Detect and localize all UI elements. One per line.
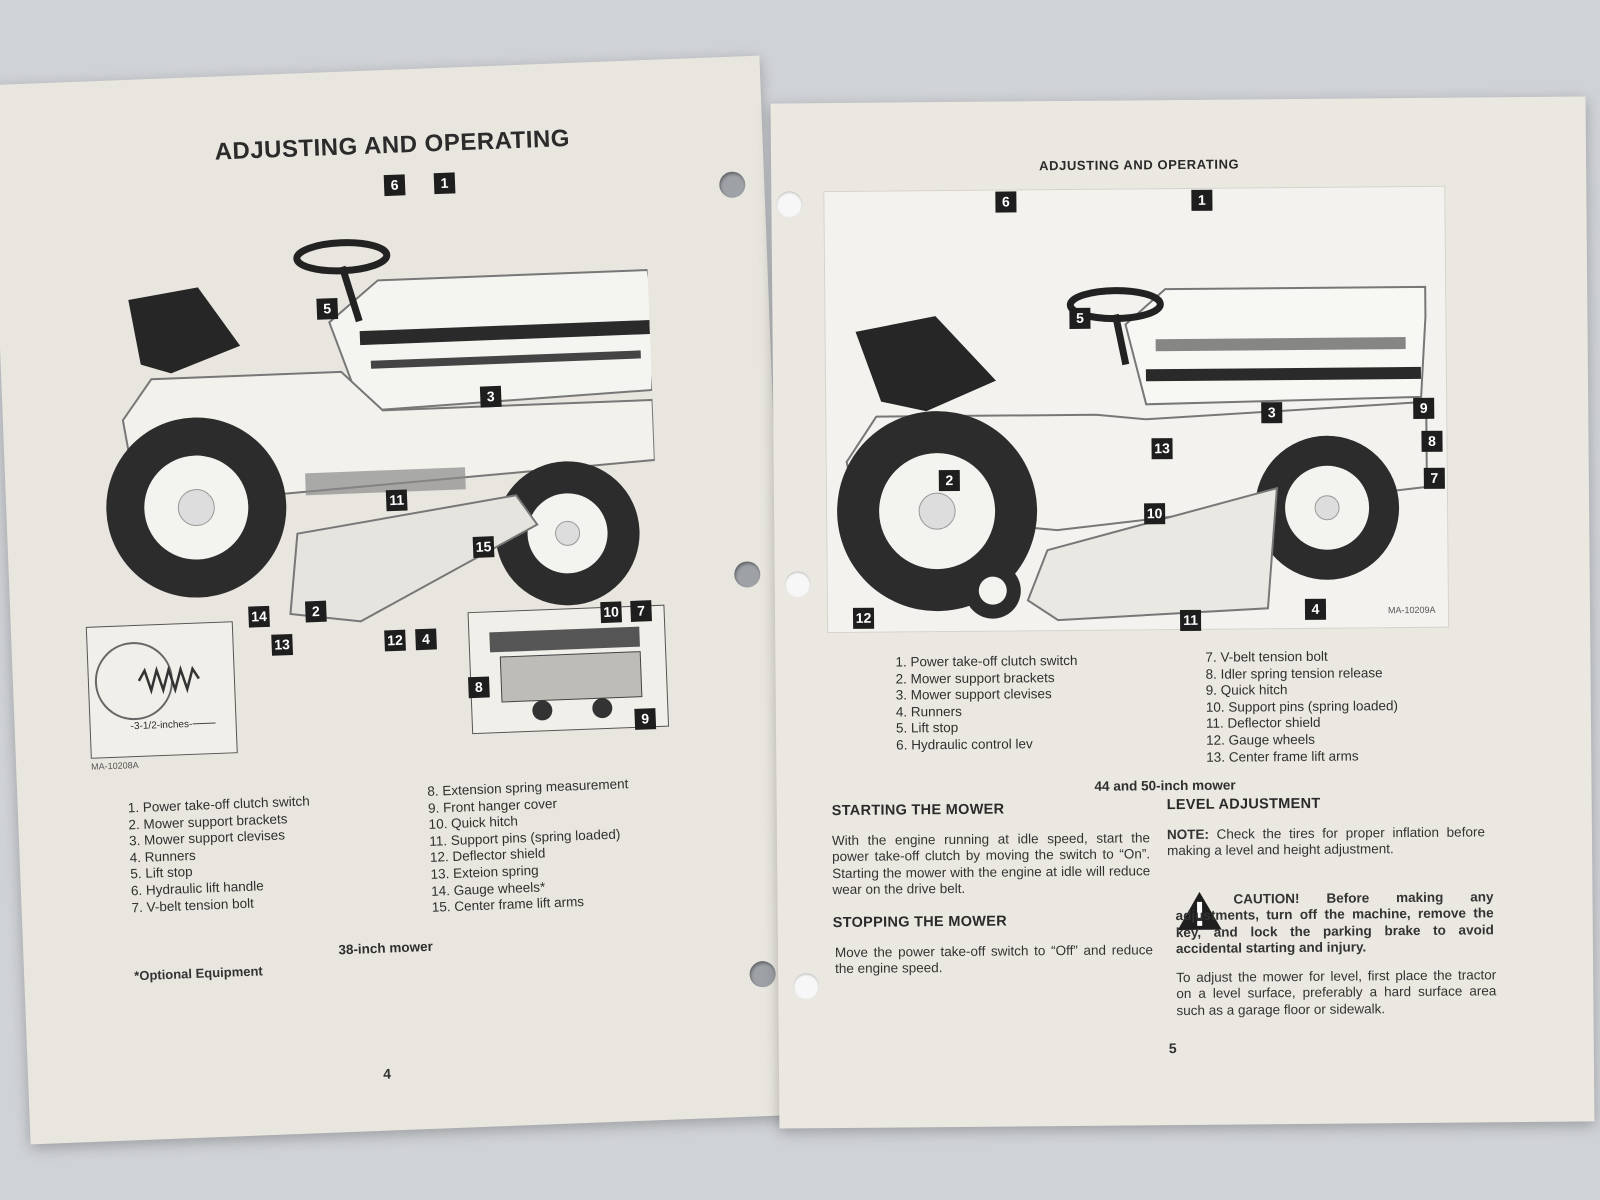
callout-12: 12 (852, 607, 875, 629)
callout-13: 13 (271, 633, 294, 656)
legend-item: 3. Mower support clevises (895, 686, 1052, 703)
binder-hole (784, 571, 811, 598)
legend-item: 8. Idler spring tension release (1205, 664, 1383, 682)
legend-item: 11. Deflector shield (1205, 715, 1321, 732)
starting-text: With the engine running at idle speed, s… (831, 830, 1151, 898)
stopping-heading: STOPPING THE MOWER (832, 913, 1008, 932)
callout-11: 11 (385, 489, 408, 512)
callout-1: 1 (433, 172, 456, 195)
callout-1: 1 (1191, 189, 1213, 211)
callout-7: 7 (630, 600, 653, 622)
binder-hole (776, 191, 803, 218)
caution-label: CAUTION! (1233, 890, 1300, 907)
callout-4: 4 (415, 628, 437, 651)
page-title: ADJUSTING AND OPERATING (214, 124, 571, 166)
spring-icon (94, 642, 216, 727)
legend-column-1: 1. Power take-off clutch switch 2. Mower… (127, 793, 313, 916)
callout-2: 2 (304, 600, 327, 623)
figure-caption: 38-inch mower (338, 938, 434, 958)
callout-3: 3 (479, 385, 502, 408)
callout-12: 12 (384, 629, 406, 652)
note-label: NOTE: (1166, 826, 1210, 843)
footnote: *Optional Equipment (133, 963, 263, 984)
caution-text: Before making any adjustments, turn off … (1175, 889, 1494, 957)
caution-triangle-icon (1177, 891, 1222, 931)
callout-9: 9 (1413, 397, 1435, 419)
page-number: 5 (1168, 1040, 1177, 1057)
note-text: Check the tires for proper inflation bef… (1167, 824, 1485, 859)
binder-hole (749, 960, 777, 988)
right-page: ADJUSTING AND OPERATING MA-10209A 6 1 5 … (770, 96, 1595, 1129)
callout-3: 3 (1261, 402, 1283, 424)
callout-14: 14 (248, 605, 270, 628)
tractor-illustration-38 (106, 239, 656, 623)
legend-item: 12. Gauge wheels (1206, 731, 1316, 748)
binder-hole (793, 973, 820, 1000)
callout-9: 9 (634, 708, 657, 730)
callout-5: 5 (316, 297, 339, 320)
legend-item: 9. Quick hitch (1205, 682, 1288, 698)
callout-2: 2 (938, 469, 960, 492)
figure-id: MA-10209A (1387, 604, 1436, 616)
page-header: ADJUSTING AND OPERATING (1039, 156, 1240, 174)
level-text: To adjust the mower for level, first pla… (1176, 967, 1497, 1018)
left-page: ADJUSTING AND OPERATING 6 1 5 3 11 15 2 … (0, 55, 801, 1145)
stopping-text: Move the power take-off switch to “Off” … (834, 942, 1154, 977)
tractor-photo-44-50: MA-10209A (823, 185, 1450, 634)
callout-8: 8 (468, 676, 490, 699)
inset-quick-hitch (467, 604, 670, 735)
note-paragraph: NOTE: Check the tires for proper inflati… (1167, 824, 1485, 860)
callout-6: 6 (995, 191, 1017, 213)
page-number: 4 (382, 1065, 392, 1082)
legend-item: 1. Power take-off clutch switch (895, 652, 1078, 670)
legend-item: 7. V-belt tension bolt (1205, 648, 1328, 665)
callout-15: 15 (472, 536, 495, 558)
hitch-icon (489, 626, 643, 721)
binder-hole (733, 560, 761, 588)
caution-paragraph: CAUTION! Before making any adjustments, … (1175, 889, 1494, 957)
figure-id: MA-10208A (90, 759, 139, 772)
callout-10: 10 (600, 601, 623, 624)
legend-item: 13. Center frame lift arms (1206, 748, 1359, 765)
callout-8: 8 (1421, 430, 1443, 452)
level-heading: LEVEL ADJUSTMENT (1166, 795, 1321, 814)
legend-column-2: 8. Extension spring measurement 9. Front… (427, 776, 633, 916)
binder-hole (718, 171, 746, 199)
tractor-illustration-44-50 (837, 285, 1428, 622)
legend-item: 10. Support pins (spring loaded) (1205, 697, 1399, 715)
legend-item: 4. Runners (895, 703, 962, 720)
inset-measure-label: -3-1/2-inches- (130, 718, 193, 733)
legend-column-1: 1. Power take-off clutch switch 2. Mower… (895, 653, 1078, 754)
callout-5: 5 (1069, 307, 1091, 329)
inset-spring-measurement: -3-1/2-inches- (85, 621, 238, 759)
callout-11: 11 (1179, 609, 1202, 632)
callout-13: 13 (1151, 438, 1173, 460)
callout-4: 4 (1304, 598, 1327, 620)
legend-item: 5. Lift stop (895, 720, 959, 736)
callout-6: 6 (383, 174, 406, 197)
starting-heading: STARTING THE MOWER (831, 801, 1005, 820)
callout-10: 10 (1144, 503, 1166, 525)
figure-caption: 44 and 50-inch mower (1094, 777, 1236, 794)
legend-column-2: 7. V-belt tension bolt 8. Idler spring t… (1205, 648, 1398, 766)
legend-item: 2. Mower support brackets (895, 669, 1055, 687)
callout-7: 7 (1423, 467, 1445, 489)
legend-item: 6. Hydraulic control lev (896, 736, 1033, 753)
